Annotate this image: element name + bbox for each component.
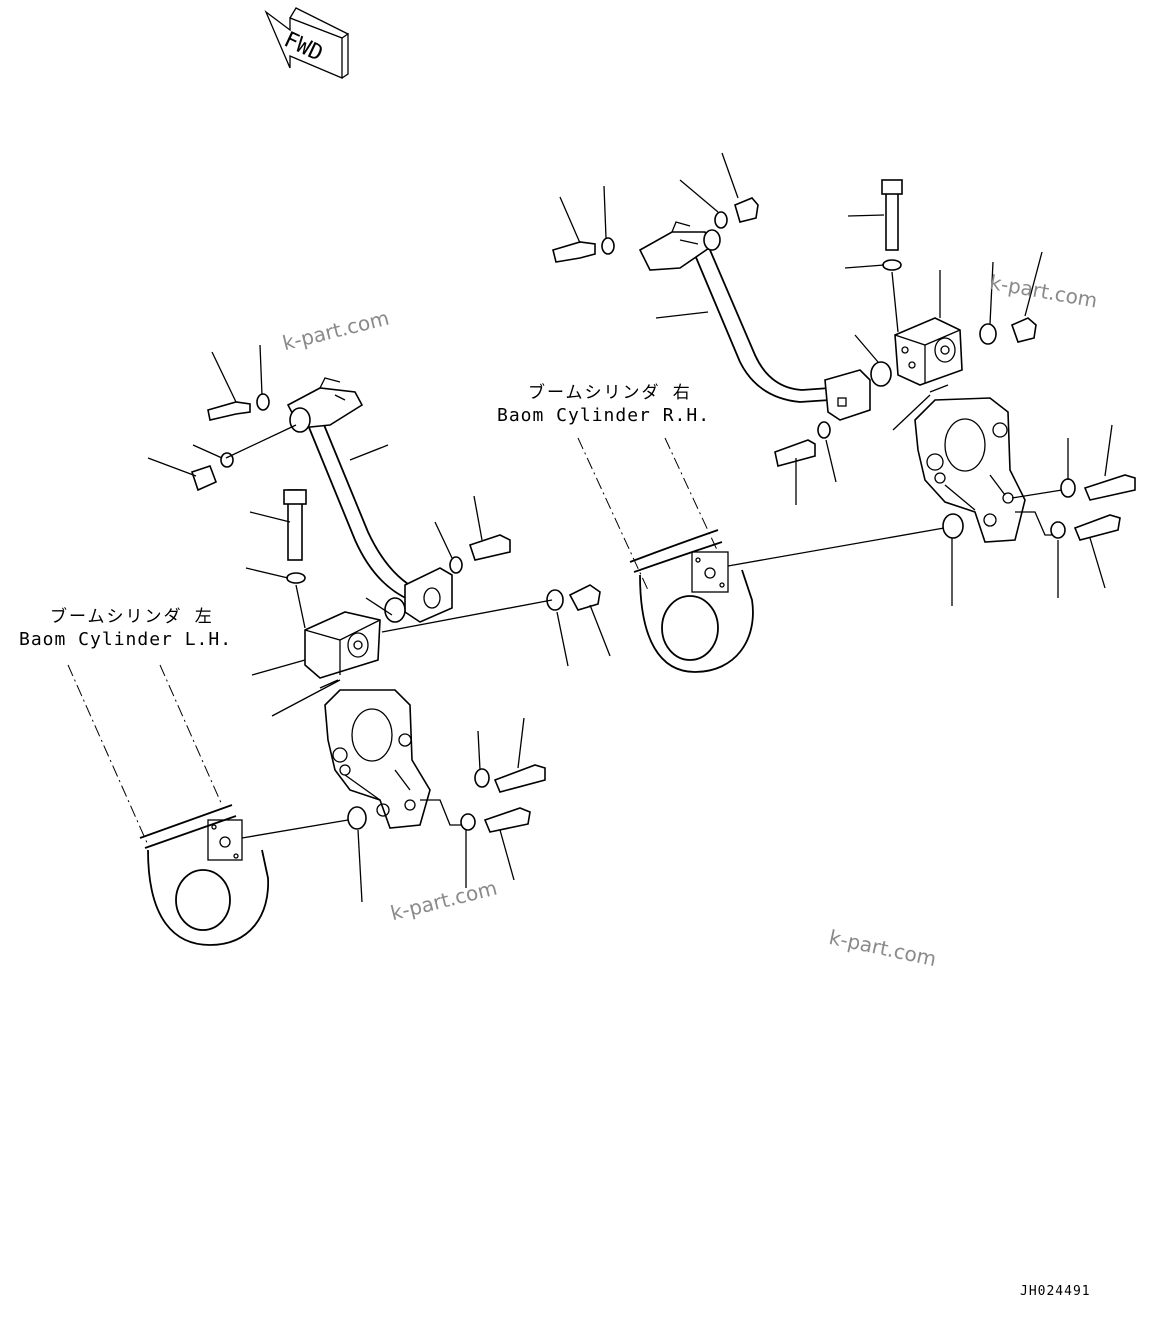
drawing-code: JH024491 — [1020, 1284, 1091, 1299]
left-leader-lines — [147, 344, 611, 903]
pipe-left — [286, 377, 453, 623]
right-hardware — [552, 179, 1136, 541]
safety-valve-right — [914, 397, 1026, 543]
boom-cylinder-right — [577, 437, 754, 673]
left-hardware — [190, 393, 601, 833]
boom-cylinder-left — [67, 664, 269, 946]
safety-valve-left — [324, 689, 431, 829]
cylinder-left-label-jp: ブームシリンダ 左 — [50, 607, 214, 627]
cylinder-right-label-en: Baom Cylinder R.H. — [497, 405, 711, 426]
fwd-arrow-icon: FWD — [264, 7, 349, 79]
cylinder-left-label-en: Baom Cylinder L.H. — [19, 629, 233, 650]
right-leader-lines — [559, 152, 1113, 606]
pipe-block-left — [304, 611, 381, 679]
pipe-block-right — [894, 317, 963, 386]
cylinder-right-label-jp: ブームシリンダ 右 — [528, 383, 692, 403]
pipe-right — [638, 221, 871, 421]
